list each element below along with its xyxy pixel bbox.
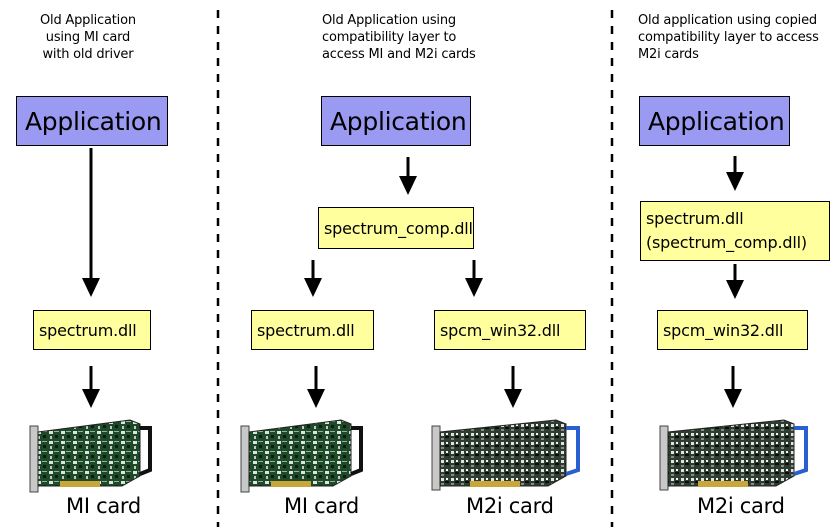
spectrum-dll-label: spectrum.dll [646,209,744,228]
mi-card-image [29,419,152,493]
spectrum-comp-dll-label: spectrum_comp.dll [324,218,473,238]
arrow-down-icon [726,156,744,191]
application-label: Application [648,106,785,136]
arrow-down-icon [726,264,744,299]
application-box: Application [639,96,790,146]
arrow-down-icon [724,366,742,408]
m2i-card-image [659,419,808,491]
column-3-caption: Old application using copied compatibili… [638,13,819,62]
spectrum-dll-box: spectrum.dll (spectrum_comp.dll) [640,201,830,261]
application-label: Application [25,106,162,136]
arrow-down-icon [304,260,322,297]
arrow-down-icon [307,366,325,408]
column-2-caption: Old Application using compatibility laye… [322,13,476,62]
spcm-win32-dll-box: spcm_win32.dll [434,310,586,350]
spectrum-dll-label: spectrum.dll [257,320,355,340]
spectrum-dll-label: spectrum.dll [39,320,137,340]
application-label: Application [330,106,467,136]
spectrum-dll-box: spectrum.dll [251,310,374,350]
mi-card-label: MI card [284,494,359,518]
spectrum-dll-box: spectrum.dll [33,310,151,350]
mi-card-image [240,419,363,493]
application-box: Application [16,96,168,146]
arrow-down-icon [82,366,100,408]
mi-card-label: MI card [66,494,141,518]
column-1-caption: Old Application using MI card with old d… [40,13,136,62]
m2i-card-label: M2i card [466,494,554,518]
arrow-down-icon [399,157,417,195]
spectrum-comp-dll-box: spectrum_comp.dll [318,207,474,249]
arrow-down-icon [504,366,522,408]
m2i-card-image [431,419,580,491]
m2i-card-label: M2i card [697,494,785,518]
arrow-down-icon [465,260,483,297]
spectrum-comp-dll-label: (spectrum_comp.dll) [646,233,807,252]
spcm-win32-dll-box: spcm_win32.dll [657,310,808,350]
spcm-win32-dll-label: spcm_win32.dll [440,320,561,340]
application-box: Application [321,96,471,146]
arrow-down-icon [82,148,100,297]
spcm-win32-dll-label: spcm_win32.dll [663,320,784,340]
